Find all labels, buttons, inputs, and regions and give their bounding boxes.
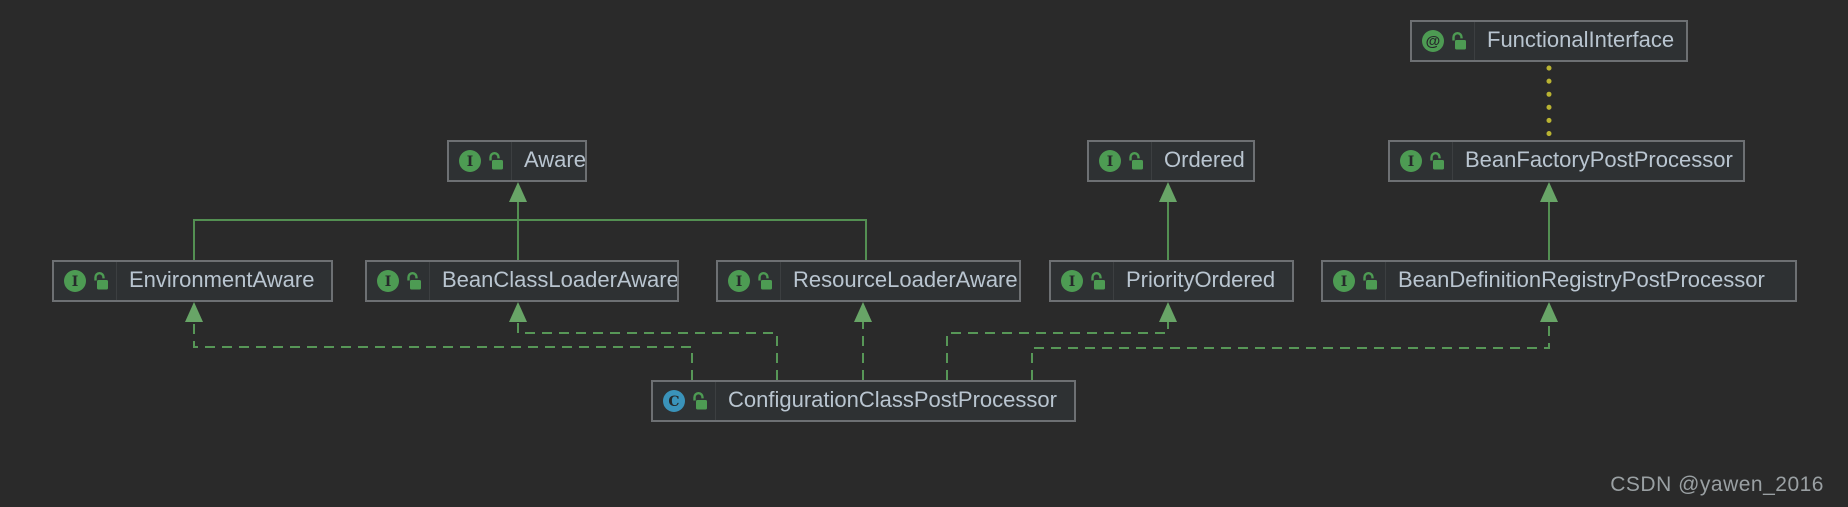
node-configuration-class-post-processor[interactable]: C ConfigurationClassPostProcessor	[651, 380, 1076, 422]
node-label: PriorityOrdered	[1126, 267, 1276, 292]
node-label: BeanClassLoaderAware	[442, 267, 677, 292]
node-functional-interface[interactable]: @ FunctionalInterface	[1410, 20, 1688, 62]
node-resource-loader-aware[interactable]: I ResourceLoaderAware	[716, 260, 1021, 302]
node-icon-cell: I	[1390, 142, 1453, 180]
class-icon: C	[663, 390, 685, 412]
edge-implements-environment-aware[interactable]	[193, 322, 693, 380]
public-lock-icon	[489, 152, 503, 170]
node-icon-cell: @	[1412, 22, 1475, 60]
implements-arrowhead-environment-aware	[185, 302, 203, 322]
node-icon-cell: I	[1323, 262, 1386, 300]
node-icon-cell: I	[1051, 262, 1114, 300]
node-ordered[interactable]: I Ordered	[1087, 140, 1255, 182]
svg-text:I: I	[1069, 274, 1076, 290]
node-icon-cell: I	[1089, 142, 1152, 180]
extends-arrowhead-ordered	[1159, 182, 1177, 202]
interface-icon: I	[1099, 150, 1121, 172]
public-lock-icon	[1091, 272, 1105, 290]
public-lock-icon	[693, 392, 707, 410]
node-label: FunctionalInterface	[1487, 27, 1675, 52]
implements-arrowhead-priority-ordered	[1159, 302, 1177, 322]
public-lock-icon	[1452, 32, 1466, 50]
node-label: BeanFactoryPostProcessor	[1465, 147, 1733, 172]
svg-text:@: @	[1426, 33, 1441, 50]
interface-icon: I	[459, 150, 481, 172]
public-lock-icon	[1430, 152, 1444, 170]
node-environment-aware[interactable]: I EnvironmentAware	[52, 260, 333, 302]
public-lock-icon	[94, 272, 108, 290]
extends-arrowhead-aware	[509, 182, 527, 202]
interface-icon: I	[1400, 150, 1422, 172]
node-icon-cell: I	[367, 262, 430, 300]
node-label: ResourceLoaderAware	[793, 267, 1018, 292]
node-label: Aware	[524, 147, 585, 172]
interface-icon: I	[728, 270, 750, 292]
node-label: Ordered	[1164, 147, 1245, 172]
extends-arrowhead-bean-factory-post-processor	[1540, 182, 1558, 202]
node-icon-cell: I	[718, 262, 781, 300]
svg-text:I: I	[1408, 154, 1415, 170]
svg-text:I: I	[1341, 274, 1348, 290]
node-icon-cell: C	[653, 382, 716, 420]
public-lock-icon	[1129, 152, 1143, 170]
svg-text:I: I	[736, 274, 743, 290]
node-label: EnvironmentAware	[129, 267, 315, 292]
csdn-watermark: CSDN @yawen_2016	[1610, 473, 1824, 496]
edge-implements-bean-definition-registry-post-processor[interactable]	[1031, 322, 1550, 380]
implements-arrowhead-bean-class-loader-aware	[509, 302, 527, 322]
implements-arrowhead-bean-definition-registry-post-processor	[1540, 302, 1558, 322]
edge-implements-priority-ordered[interactable]	[946, 322, 1169, 380]
public-lock-icon	[758, 272, 772, 290]
public-lock-icon	[1363, 272, 1377, 290]
node-bean-factory-post-processor[interactable]: I BeanFactoryPostProcessor	[1388, 140, 1745, 182]
node-aware[interactable]: I Aware	[447, 140, 587, 182]
node-icon-cell: I	[54, 262, 117, 300]
node-priority-ordered[interactable]: I PriorityOrdered	[1049, 260, 1294, 302]
node-bean-class-loader-aware[interactable]: I BeanClassLoaderAware	[365, 260, 679, 302]
interface-icon: I	[377, 270, 399, 292]
svg-text:I: I	[1107, 154, 1114, 170]
interface-icon: I	[64, 270, 86, 292]
annotation-icon: @	[1422, 30, 1444, 52]
interface-icon: I	[1333, 270, 1355, 292]
svg-text:I: I	[385, 274, 392, 290]
svg-text:C: C	[668, 394, 679, 410]
node-bean-definition-registry-post-processor[interactable]: I BeanDefinitionRegistryPostProcessor	[1321, 260, 1797, 302]
public-lock-icon	[407, 272, 421, 290]
node-label: BeanDefinitionRegistryPostProcessor	[1398, 267, 1765, 292]
edge-implements-bean-class-loader-aware[interactable]	[517, 322, 778, 380]
node-label: ConfigurationClassPostProcessor	[728, 387, 1057, 412]
svg-text:I: I	[72, 274, 79, 290]
svg-text:I: I	[467, 154, 474, 170]
implements-arrowhead-resource-loader-aware	[854, 302, 872, 322]
edge-extends-aware-tree[interactable]	[193, 202, 867, 260]
interface-icon: I	[1061, 270, 1083, 292]
node-icon-cell: I	[449, 142, 512, 180]
